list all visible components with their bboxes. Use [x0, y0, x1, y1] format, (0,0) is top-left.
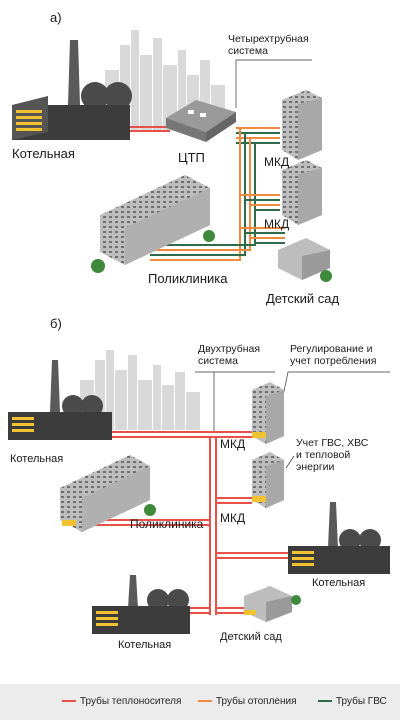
kindergarten-label: Детский сад — [266, 291, 339, 306]
leader-line — [285, 455, 295, 469]
system-label-b: Двухтрубная система — [198, 343, 263, 367]
legend-item-hot-water: Трубы ГВС — [318, 696, 387, 707]
coolant-pipes — [130, 126, 170, 132]
mkd-label-b1: МКД — [220, 437, 245, 451]
system-label-line: Четырехтрубная — [228, 33, 309, 45]
regulation-label-line: учет потребления — [290, 355, 376, 367]
boiler-house-icon — [8, 360, 112, 440]
regulation-label: Регулирование и учет потребления — [290, 343, 376, 367]
legend-item-heating: Трубы отопления — [198, 696, 297, 707]
regulation-label-line: Регулирование и — [290, 343, 373, 355]
boiler-label-2: Котельная — [312, 577, 365, 589]
boiler-house-icon — [288, 502, 390, 574]
substation-label: ЦТП — [178, 150, 205, 165]
boiler-house-icon — [92, 575, 190, 634]
apartment-building-icon — [282, 90, 322, 160]
boiler-label-1: Котельная — [10, 453, 63, 465]
accounting-label-line: энергии — [296, 461, 335, 473]
system-label-line: система — [228, 45, 268, 57]
legend-item-coolant: Трубы теплоносителя — [62, 696, 181, 707]
mkd-label-1: МКД — [264, 155, 289, 169]
system-label-b-line: Двухтрубная — [198, 343, 260, 355]
system-label-b-line: система — [198, 355, 238, 367]
clinic-label-b: Поликлиника — [130, 517, 204, 531]
panel-a: а) Котельная — [12, 10, 339, 306]
accounting-label: Учет ГВС, ХВС и тепловой энергии — [296, 437, 371, 473]
system-label: Четырехтрубная система — [228, 33, 312, 57]
mkd-label-2: МКД — [264, 217, 289, 231]
substation-icon — [166, 100, 236, 142]
apartment-building-icon — [252, 452, 284, 508]
four-pipe-bundle — [150, 127, 285, 261]
boiler-label-3: Котельная — [118, 639, 171, 651]
heating-swatch — [198, 700, 212, 703]
clinic-building-icon — [91, 175, 215, 273]
clinic-label: Поликлиника — [148, 271, 228, 286]
accounting-label-line: и тепловой — [296, 449, 350, 461]
kindergarten-building-icon — [278, 238, 332, 282]
legend-label-heating: Трубы отопления — [216, 696, 297, 707]
boiler-label: Котельная — [12, 146, 75, 161]
kindergarten-label-b: Детский сад — [220, 631, 282, 643]
apartment-building-icon — [282, 160, 322, 225]
boiler-house-icon — [12, 40, 132, 140]
panel-b-label: б) — [50, 316, 62, 331]
legend-label-coolant: Трубы теплоносителя — [80, 696, 182, 707]
two-pipe-network — [90, 431, 290, 615]
coolant-swatch — [62, 700, 76, 703]
legend-label-hot-water: Трубы ГВС — [336, 696, 387, 707]
kindergarten-building-icon — [244, 586, 301, 622]
hot-water-swatch — [318, 700, 332, 703]
clinic-building-icon — [60, 455, 156, 532]
apartment-building-icon — [252, 382, 284, 444]
accounting-label-line: Учет ГВС, ХВС — [296, 437, 369, 449]
mkd-label-b2: МКД — [220, 511, 245, 525]
panel-b: б) Котельная Двухтрубная система — [8, 316, 390, 651]
panel-a-label: а) — [50, 10, 62, 25]
legend: Трубы теплоносителя Трубы отопления Труб… — [0, 684, 400, 720]
